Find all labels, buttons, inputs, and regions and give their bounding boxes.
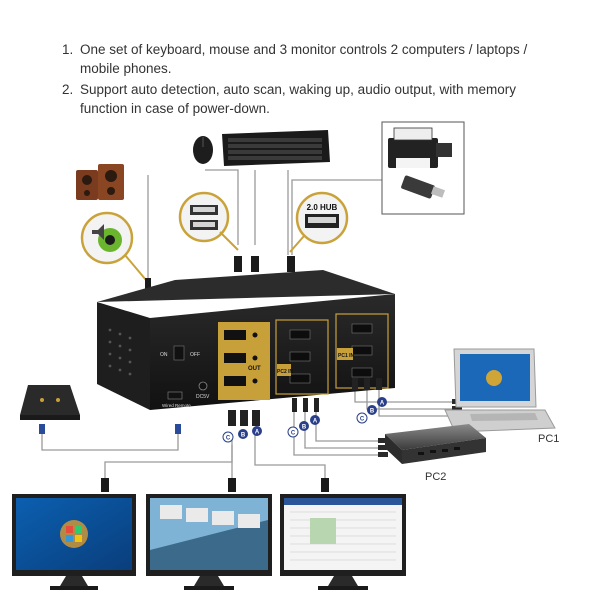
power-switch[interactable] (173, 345, 185, 361)
feature-text: One set of keyboard, mouse and 3 monitor… (80, 42, 528, 76)
marker-c: C (226, 436, 231, 442)
usb-hub-icon: 2.0 HUB (289, 191, 349, 253)
marker-a: A (313, 419, 318, 425)
pc1-in-panel (335, 313, 389, 389)
pc2-in-label: PC2 IN (277, 369, 294, 375)
pc2-in-panel (275, 319, 329, 395)
out-label: OUT (248, 366, 261, 372)
marker-a: A (380, 401, 385, 407)
monitor-3 (280, 494, 406, 590)
feature-number: 1. (62, 42, 74, 57)
cable-markers: C B A C B A A B C (222, 397, 387, 443)
dc-label: DC5V (196, 394, 210, 400)
monitor-2 (146, 494, 272, 590)
pc1-in-label: PC1 IN (338, 353, 355, 359)
printer-icon (388, 127, 452, 168)
wired-remote-icon (20, 385, 181, 434)
feature-text: Support auto detection, auto scan, wakin… (80, 82, 517, 116)
pc1-label: PC1 (538, 433, 559, 445)
mini-pc-pc2: PC2 (385, 424, 486, 483)
remote-port-label: Wired Remote (162, 403, 191, 408)
mouse-icon (193, 136, 213, 164)
pc2-label: PC2 (425, 471, 446, 483)
marker-c: C (360, 417, 365, 423)
off-label: OFF (190, 352, 200, 358)
hub-label: 2.0 HUB (307, 203, 338, 212)
usb-port-icon (178, 191, 239, 251)
kvm-switch: ON OFF DC5V Wired Remote OUT PC2 IN PC1 … (97, 270, 395, 410)
on-label: ON (160, 352, 168, 358)
marker-a: A (255, 430, 260, 436)
marker-b: B (370, 409, 375, 415)
feature-item-1: 1. One set of keyboard, mouse and 3 moni… (62, 40, 562, 78)
marker-b: B (302, 425, 307, 431)
monitor-1 (12, 494, 136, 590)
marker-c: C (291, 431, 296, 437)
top-plugs (145, 256, 295, 292)
audio-jack-icon (80, 211, 147, 281)
bottom-plugs (228, 378, 382, 426)
flash-drive-icon (401, 175, 446, 199)
speakers-icon (76, 164, 124, 200)
printer-card (381, 121, 465, 215)
dc-jack[interactable] (198, 381, 208, 391)
feature-item-2: 2. Support auto detection, auto scan, wa… (62, 80, 562, 118)
marker-b: B (241, 433, 246, 439)
remote-port[interactable] (167, 391, 183, 400)
feature-number: 2. (62, 82, 74, 97)
laptop-pc1: PC1 (444, 348, 559, 445)
keyboard-icon (222, 130, 330, 166)
monitor-plugs (101, 478, 329, 492)
